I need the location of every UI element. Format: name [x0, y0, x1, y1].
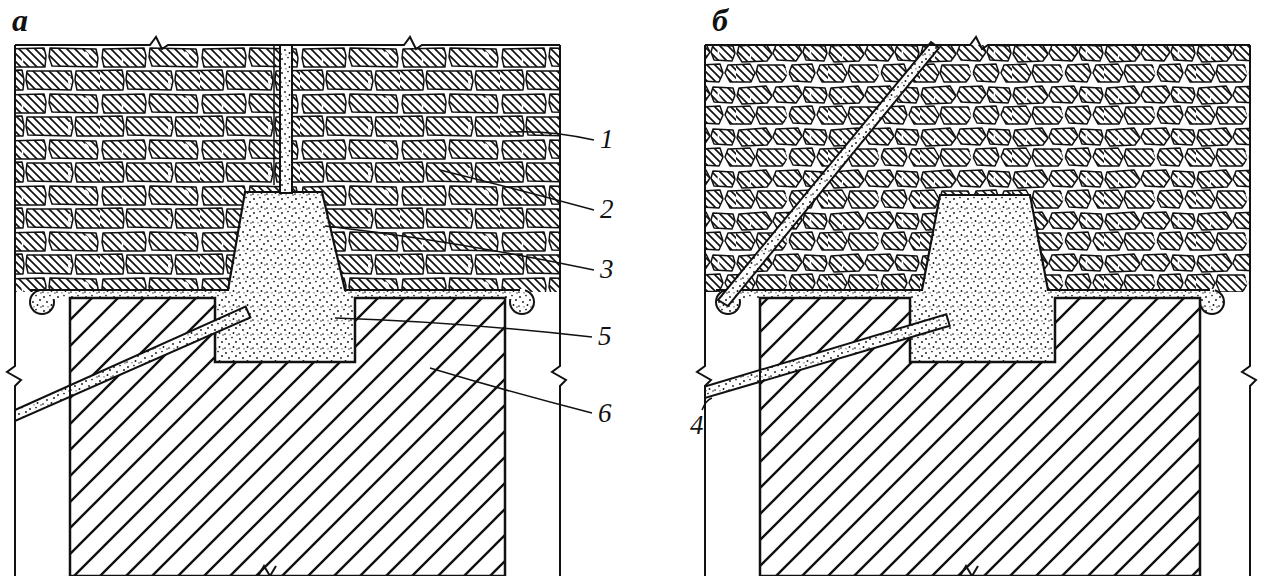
crack [273, 45, 275, 185]
rock-outline [30, 192, 520, 290]
callout-number: 2 [600, 196, 614, 223]
panel-b [697, 37, 1256, 576]
rock-mass [705, 45, 1250, 292]
panel-a [7, 37, 594, 576]
callout-number: 5 [598, 323, 612, 350]
frame [697, 37, 1256, 576]
callout-number: 6 [598, 400, 612, 427]
callout-number: 4 [690, 412, 704, 439]
inclined-pipe [15, 307, 250, 422]
panel-letter: а [12, 4, 28, 36]
callout-number: 1 [600, 126, 614, 153]
inclined-pipe [705, 314, 950, 398]
concrete-block [70, 298, 505, 576]
vertical-pipe [280, 45, 292, 193]
rock-mass [15, 45, 560, 292]
panel-letter: б [712, 4, 728, 36]
leader-line [325, 132, 594, 413]
callout-number: 3 [600, 256, 614, 283]
frame [7, 37, 566, 576]
concrete-block [760, 298, 1200, 576]
rock-outline [716, 195, 1210, 290]
grouted-crack [718, 42, 939, 306]
leader-line [702, 398, 712, 410]
